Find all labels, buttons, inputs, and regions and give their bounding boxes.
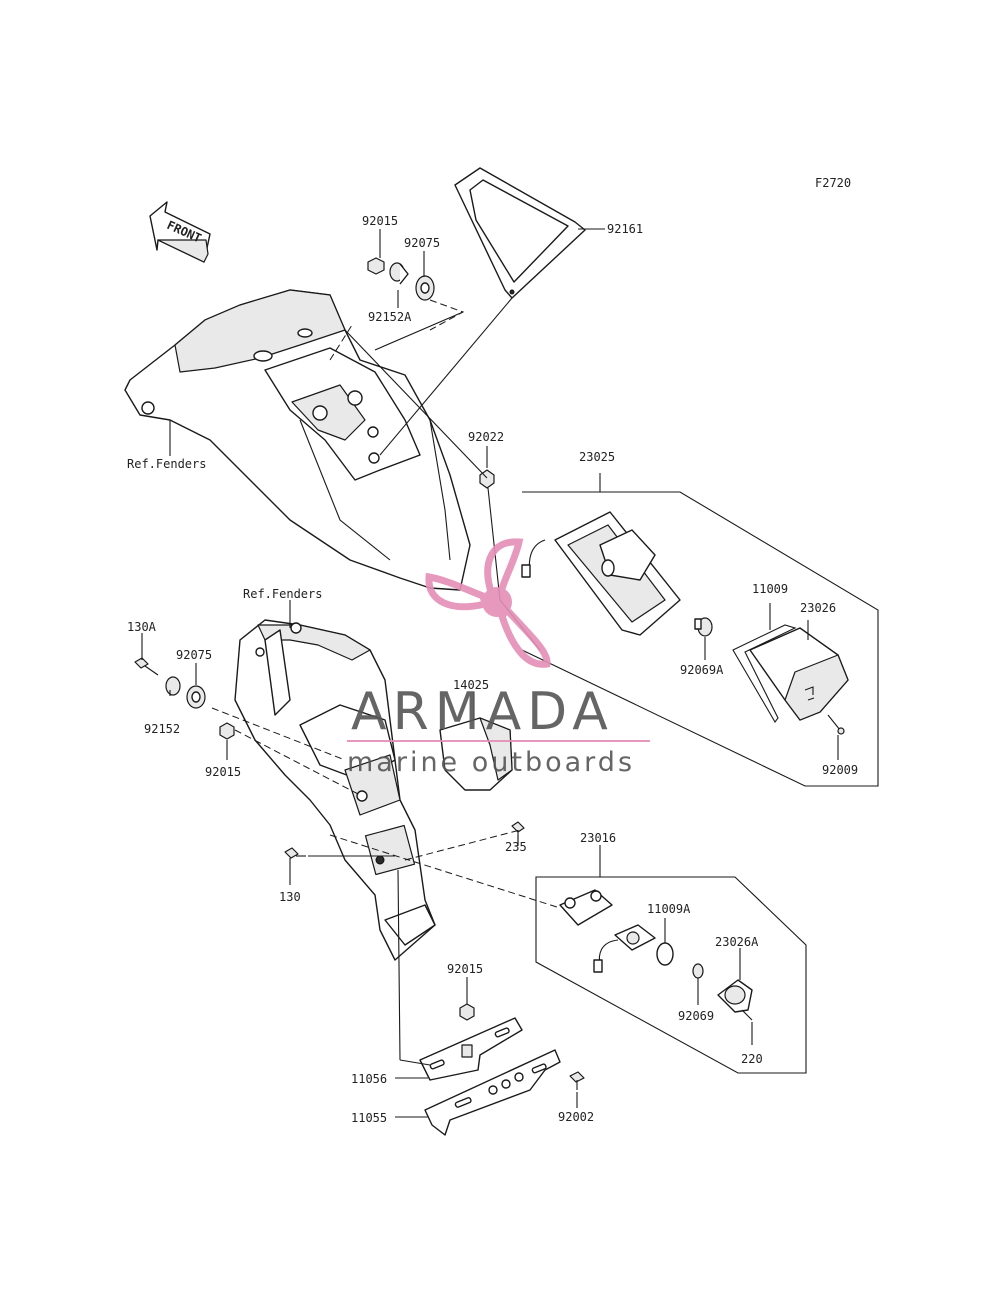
part-23026A-lens [717, 979, 753, 1013]
watermark: ARMADA marine outboards [347, 538, 650, 778]
part-92069-bulb [692, 963, 704, 979]
label-92069: 92069 [678, 1009, 714, 1023]
part-92075-top [415, 275, 435, 301]
watermark-brand: ARMADA [351, 682, 614, 742]
label-130A: 130A [127, 620, 157, 634]
label-92002: 92002 [558, 1110, 594, 1124]
label-130: 130 [279, 890, 301, 904]
label-23016: 23016 [580, 831, 616, 845]
front-arrow-icon: FRONT [149, 201, 211, 263]
label-92152A: 92152A [368, 310, 412, 324]
label-11009: 11009 [752, 582, 788, 596]
part-11056-bracket [419, 1017, 523, 1081]
part-11009A-gasket [656, 942, 674, 966]
rear-fender-upper [124, 289, 471, 591]
part-130A-bolt [134, 657, 159, 676]
part-92002-bolt [569, 1071, 585, 1090]
part-92009-screw [827, 714, 845, 735]
label-92161: 92161 [607, 222, 643, 236]
part-14025-cover [439, 717, 513, 791]
part-220-screw [741, 1009, 753, 1021]
part-23016-license-light [559, 889, 656, 973]
rear-fender-lower [234, 619, 436, 961]
part-92015-top [367, 257, 385, 275]
label-92009: 92009 [822, 763, 858, 777]
label-14025: 14025 [453, 678, 489, 692]
label-220: 220 [741, 1052, 763, 1066]
part-92075-mid [186, 685, 206, 709]
propeller-icon [425, 538, 551, 668]
leader-lines [141, 228, 839, 1118]
part-23026-lens [749, 627, 849, 721]
label-92015-low: 92015 [447, 962, 483, 976]
diagram-code: F2720 [815, 176, 851, 190]
label-11009A: 11009A [647, 902, 691, 916]
label-ref-fenders-2: Ref.Fenders [243, 587, 322, 601]
part-92015-mid [219, 722, 235, 740]
part-92161-frame [454, 167, 586, 299]
label-11056: 11056 [351, 1072, 387, 1086]
label-11055: 11055 [351, 1111, 387, 1125]
label-92015-mid: 92015 [205, 765, 241, 779]
label-23025: 23025 [579, 450, 615, 464]
label-92075-mid: 92075 [176, 648, 212, 662]
label-23026: 23026 [800, 601, 836, 615]
part-23025-housing [521, 511, 681, 636]
label-92075-top: 92075 [404, 236, 440, 250]
label-92152: 92152 [144, 722, 180, 736]
part-92069A-bulb [694, 617, 713, 637]
part-130-bolt [284, 847, 306, 859]
part-92152 [165, 676, 181, 696]
part-11009-gasket [732, 624, 797, 723]
label-92069A: 92069A [680, 663, 724, 677]
label-235: 235 [505, 840, 527, 854]
watermark-tagline: marine outboards [347, 747, 635, 778]
label-ref-fenders-1: Ref.Fenders [127, 457, 206, 471]
label-23026A: 23026A [715, 935, 759, 949]
label-92022: 92022 [468, 430, 504, 444]
part-92015-low [459, 1003, 475, 1021]
label-92015-top: 92015 [362, 214, 398, 228]
part-92152A [389, 262, 409, 285]
part-11055-bracket [424, 1049, 561, 1136]
